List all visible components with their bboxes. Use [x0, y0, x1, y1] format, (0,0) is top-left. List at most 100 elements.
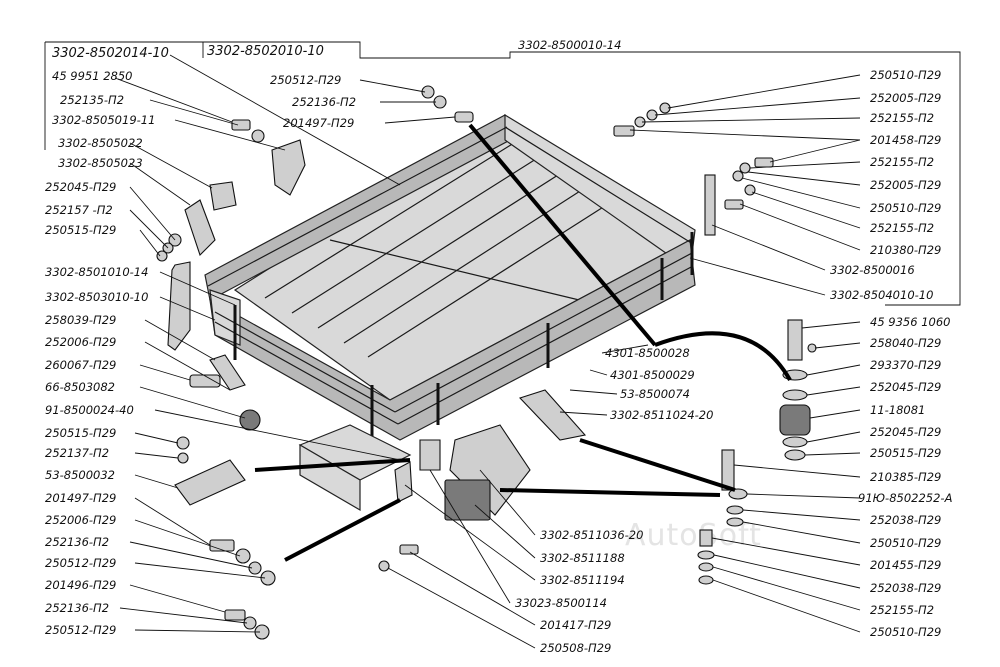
washer-252038-a — [726, 505, 744, 515]
nut-250512-top — [421, 85, 435, 99]
label-45-9951-2850: 45 9951 2850 — [52, 69, 132, 83]
label-3302-8500010-14: 3302-8500010-14 — [518, 38, 621, 52]
label-250515-p29-a: 250515-П29 — [45, 223, 116, 237]
label-252136-p2-top: 252136-П2 — [292, 95, 356, 109]
label-3302-8502010-10: 3302-8502010-10 — [207, 44, 324, 59]
label-252038-p29-b: 252038-П29 — [870, 581, 941, 595]
pin-258040 — [807, 343, 817, 353]
label-252155-p2-c: 252155-П2 — [870, 221, 934, 235]
label-201496-p29: 201496-П29 — [45, 578, 116, 592]
label-252045-p29-b: 252045-П29 — [870, 380, 941, 394]
label-252045-p29-a: 252045-П29 — [45, 180, 116, 194]
label-252155-p2-a: 252155-П2 — [870, 111, 934, 125]
bolt-210385 — [721, 449, 735, 491]
bolt-252135 — [231, 119, 251, 131]
bolt-45-9356-1060 — [787, 319, 803, 361]
lamp-3302-8511188 — [444, 479, 491, 521]
label-258039-p29: 258039-П29 — [45, 313, 116, 327]
label-252136-p2-b: 252136-П2 — [45, 601, 109, 615]
label-91-8500024-40: 91-8500024-40 — [45, 403, 134, 417]
washer-252038-b — [697, 550, 715, 560]
bracket-3302-8511194 — [394, 461, 413, 503]
label-3302-8501010-14: 3302-8501010-14 — [45, 265, 148, 279]
nut-250515-a — [156, 250, 168, 262]
label-258040-p29: 258040-П29 — [870, 336, 941, 350]
lock-rod — [167, 261, 191, 351]
bolt-201496 — [224, 609, 246, 621]
label-201455-p29: 201455-П29 — [870, 558, 941, 572]
plate-53-8500032 — [174, 459, 246, 506]
callout-labels: 3302-8502014-10 3302-8502010-10 3302-850… — [45, 38, 953, 655]
label-252006-p29-a: 252006-П29 — [45, 335, 116, 349]
label-252005-p29-a: 252005-П29 — [870, 91, 941, 105]
label-53-8500074: 53-8500074 — [620, 387, 690, 401]
label-3302-8511194: 3302-8511194 — [540, 573, 625, 587]
label-252006-p29-b: 252006-П29 — [45, 513, 116, 527]
washer-252136-a — [248, 561, 262, 575]
washer-250510-b — [732, 170, 744, 182]
label-201497-p29-top: 201497-П29 — [283, 116, 354, 130]
label-201458-p29: 201458-П29 — [870, 133, 941, 147]
nut-250515-c — [784, 449, 806, 461]
bolt-201455 — [699, 529, 713, 547]
label-201497-p29-a: 201497-П29 — [45, 491, 116, 505]
pin-258039 — [209, 354, 246, 391]
washer-252155-c — [744, 184, 756, 196]
label-250510-p29-b: 250510-П29 — [870, 201, 941, 215]
label-210380-p29: 210380-П29 — [870, 243, 941, 257]
bolt-201458 — [613, 125, 635, 137]
label-11-18081: 11-18081 — [870, 403, 925, 417]
label-201417-p29: 201417-П29 — [540, 618, 611, 632]
label-3302-8511024-20: 3302-8511024-20 — [610, 408, 713, 422]
nut-250515-b — [176, 436, 190, 450]
label-252045-p29-c: 252045-П29 — [870, 425, 941, 439]
nut-250508 — [378, 560, 390, 572]
label-252137-p2: 252137-П2 — [45, 446, 109, 460]
clamp-33023-8500114 — [419, 439, 441, 471]
label-250512-p29-a: 250512-П29 — [45, 556, 116, 570]
label-33023-8500114: 33023-8500114 — [515, 596, 607, 610]
label-3302-8503010-10: 3302-8503010-10 — [45, 290, 148, 304]
top-bracket-frame — [44, 41, 961, 306]
label-3302-8511036-20: 3302-8511036-20 — [540, 528, 643, 542]
washer-252045-c — [782, 436, 808, 448]
leader-lines — [114, 54, 861, 649]
hinge-3302-8505022 — [209, 181, 237, 211]
label-252005-p29-b: 252005-П29 — [870, 178, 941, 192]
label-250510-p29-a: 250510-П29 — [870, 68, 941, 82]
label-66-8503082: 66-8503082 — [45, 380, 115, 394]
bolt-252155-b — [754, 157, 774, 168]
washer-252005-b — [739, 162, 751, 174]
label-293370-p29: 293370-П29 — [870, 358, 941, 372]
stop-91-8500024 — [239, 409, 261, 431]
bolt-201497-top — [454, 111, 474, 123]
board-slats — [207, 126, 694, 425]
label-3302-8502014-10: 3302-8502014-10 — [52, 46, 169, 61]
label-250510-p29-d: 250510-П29 — [870, 625, 941, 639]
label-3302-8505023: 3302-8505023 — [58, 156, 143, 170]
label-3302-8500016: 3302-8500016 — [830, 263, 915, 277]
nut-250512-a — [260, 570, 276, 586]
label-250515-p29-b: 250515-П29 — [45, 426, 116, 440]
label-250512-p29-top: 250512-П29 — [270, 73, 341, 87]
bolt-210380 — [724, 199, 744, 210]
label-3302-8505019-11: 3302-8505019-11 — [52, 113, 155, 127]
label-4301-8500029: 4301-8500029 — [610, 368, 695, 382]
mudguard-3302-8511036 — [449, 424, 531, 516]
label-252155-p2-d: 252155-П2 — [870, 603, 934, 617]
assembly-axis-lines — [254, 123, 792, 562]
washer-252155-d — [698, 562, 714, 572]
nut-250510-c — [726, 517, 744, 527]
bracket-3302-8505019 — [271, 139, 306, 196]
label-250510-p29-c: 250510-П29 — [870, 536, 941, 550]
bolt-201497-a — [209, 539, 235, 552]
label-250515-p29-c: 250515-П29 — [870, 446, 941, 460]
body-stakes — [233, 232, 694, 440]
label-252136-p2-a: 252136-П2 — [45, 535, 109, 549]
label-91u-8502252-a: 91Ю-8502252-А — [858, 491, 953, 505]
hinge-3302-8505023 — [184, 199, 216, 257]
label-260067-p29: 260067-П29 — [45, 358, 116, 372]
label-210385-p29: 210385-П29 — [870, 470, 941, 484]
underbody-sill-side — [299, 443, 361, 512]
